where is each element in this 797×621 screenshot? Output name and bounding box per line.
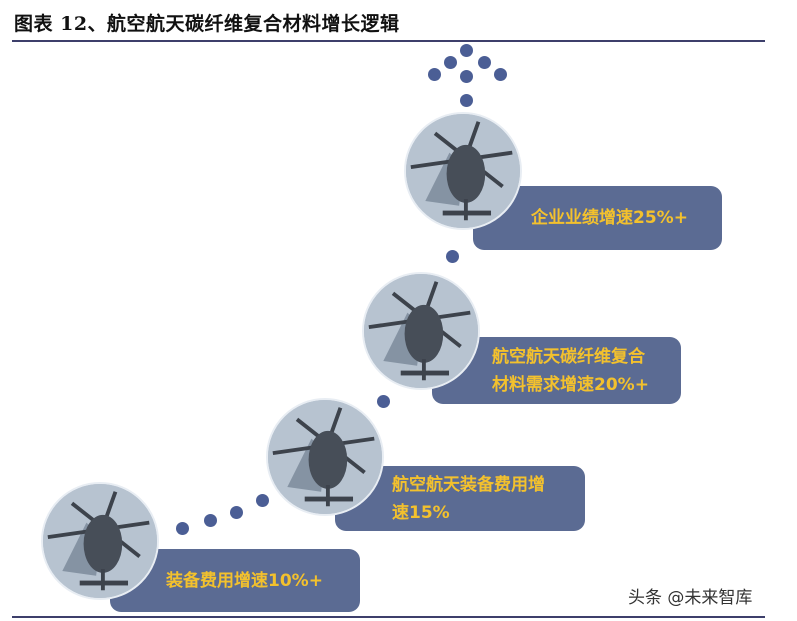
step-4-text: 企业业绩增速25%+ — [531, 208, 688, 228]
connector-dot — [446, 250, 459, 263]
step-2-text-line-1: 航空航天装备费用增 — [392, 474, 545, 495]
connector-dot — [230, 506, 243, 519]
watermark: 头条 @未来智库 — [628, 588, 753, 608]
arrow-dot — [478, 56, 491, 69]
connector-dot — [204, 514, 217, 527]
step-2-text-line-2: 速15% — [392, 502, 450, 523]
bottom-rule — [12, 616, 765, 618]
arrow-dot — [460, 44, 473, 57]
arrow-dot — [444, 56, 457, 69]
step-3-text-line-1: 航空航天碳纤维复合 — [492, 346, 645, 367]
connector-dot — [176, 522, 189, 535]
step-1-text: 装备费用增速10%+ — [166, 570, 323, 591]
helicopter-image — [41, 482, 159, 600]
arrow-dot — [494, 68, 507, 81]
step-3-text-line-2: 材料需求增速20%+ — [492, 374, 649, 395]
helicopter-image — [404, 112, 522, 230]
title-underline — [12, 40, 765, 42]
helicopter-image — [266, 398, 384, 516]
helicopter-icon — [43, 484, 157, 598]
helicopter-icon — [406, 114, 520, 228]
helicopter-icon — [364, 274, 478, 388]
helicopter-image — [362, 272, 480, 390]
arrow-dot — [460, 70, 473, 83]
step-3-box: 航空航天碳纤维复合 材料需求增速20%+ — [432, 337, 681, 404]
connector-dot — [256, 494, 269, 507]
connector-dot — [377, 395, 390, 408]
helicopter-icon — [268, 400, 382, 514]
arrow-dot — [460, 94, 473, 107]
figure-title: 图表 12、航空航天碳纤维复合材料增长逻辑 — [14, 13, 400, 35]
arrow-dot — [428, 68, 441, 81]
